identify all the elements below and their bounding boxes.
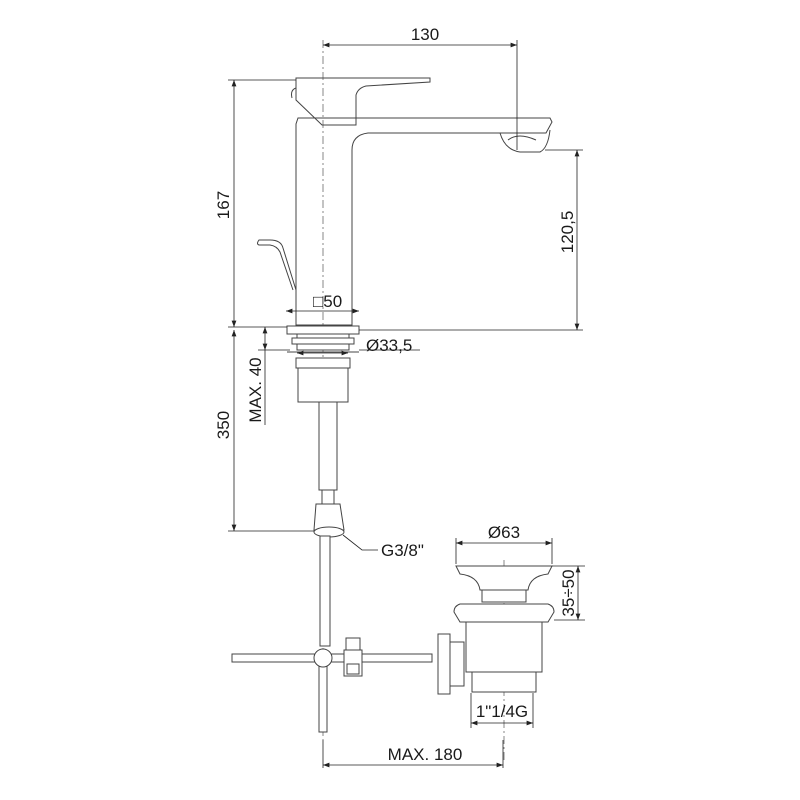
faucet-mounting <box>286 325 360 647</box>
label-35-50: 35÷50 <box>559 569 578 616</box>
label-square-50: □50 <box>313 292 342 311</box>
label-350: 350 <box>214 411 233 439</box>
dim-max-40: MAX. 40 <box>246 327 290 425</box>
label-diameter-63: Ø63 <box>488 523 520 542</box>
waste-drain <box>437 560 555 760</box>
dim-body-square: □50 <box>286 292 359 314</box>
label-167: 167 <box>214 191 233 219</box>
label-max-40: MAX. 40 <box>246 357 265 422</box>
label-g3-8: G3/8" <box>381 541 424 560</box>
dim-spout-reach: 130 <box>323 25 518 150</box>
dim-hose-connection: G3/8" <box>342 534 424 560</box>
label-diameter-33-5: Ø33,5 <box>366 336 412 355</box>
label-120-5: 120,5 <box>558 211 577 254</box>
dim-spout-height: 120,5 <box>359 149 583 331</box>
dim-waste-diameter: Ø63 <box>455 523 553 564</box>
dim-total-height: 167 <box>214 79 296 328</box>
label-max-180: MAX. 180 <box>388 745 463 764</box>
dim-waste-height: 35÷50 <box>552 565 585 621</box>
dim-hose-length: 350 <box>214 330 314 532</box>
dim-waste-thread: 1"1/4G <box>470 693 534 728</box>
label-1-1-4g: 1"1/4G <box>476 702 528 721</box>
dim-hole-diameter: Ø33,5 <box>297 336 420 356</box>
popup-rod-assembly <box>231 637 433 733</box>
dim-max-180: MAX. 180 <box>322 740 504 768</box>
label-130: 130 <box>411 25 439 44</box>
